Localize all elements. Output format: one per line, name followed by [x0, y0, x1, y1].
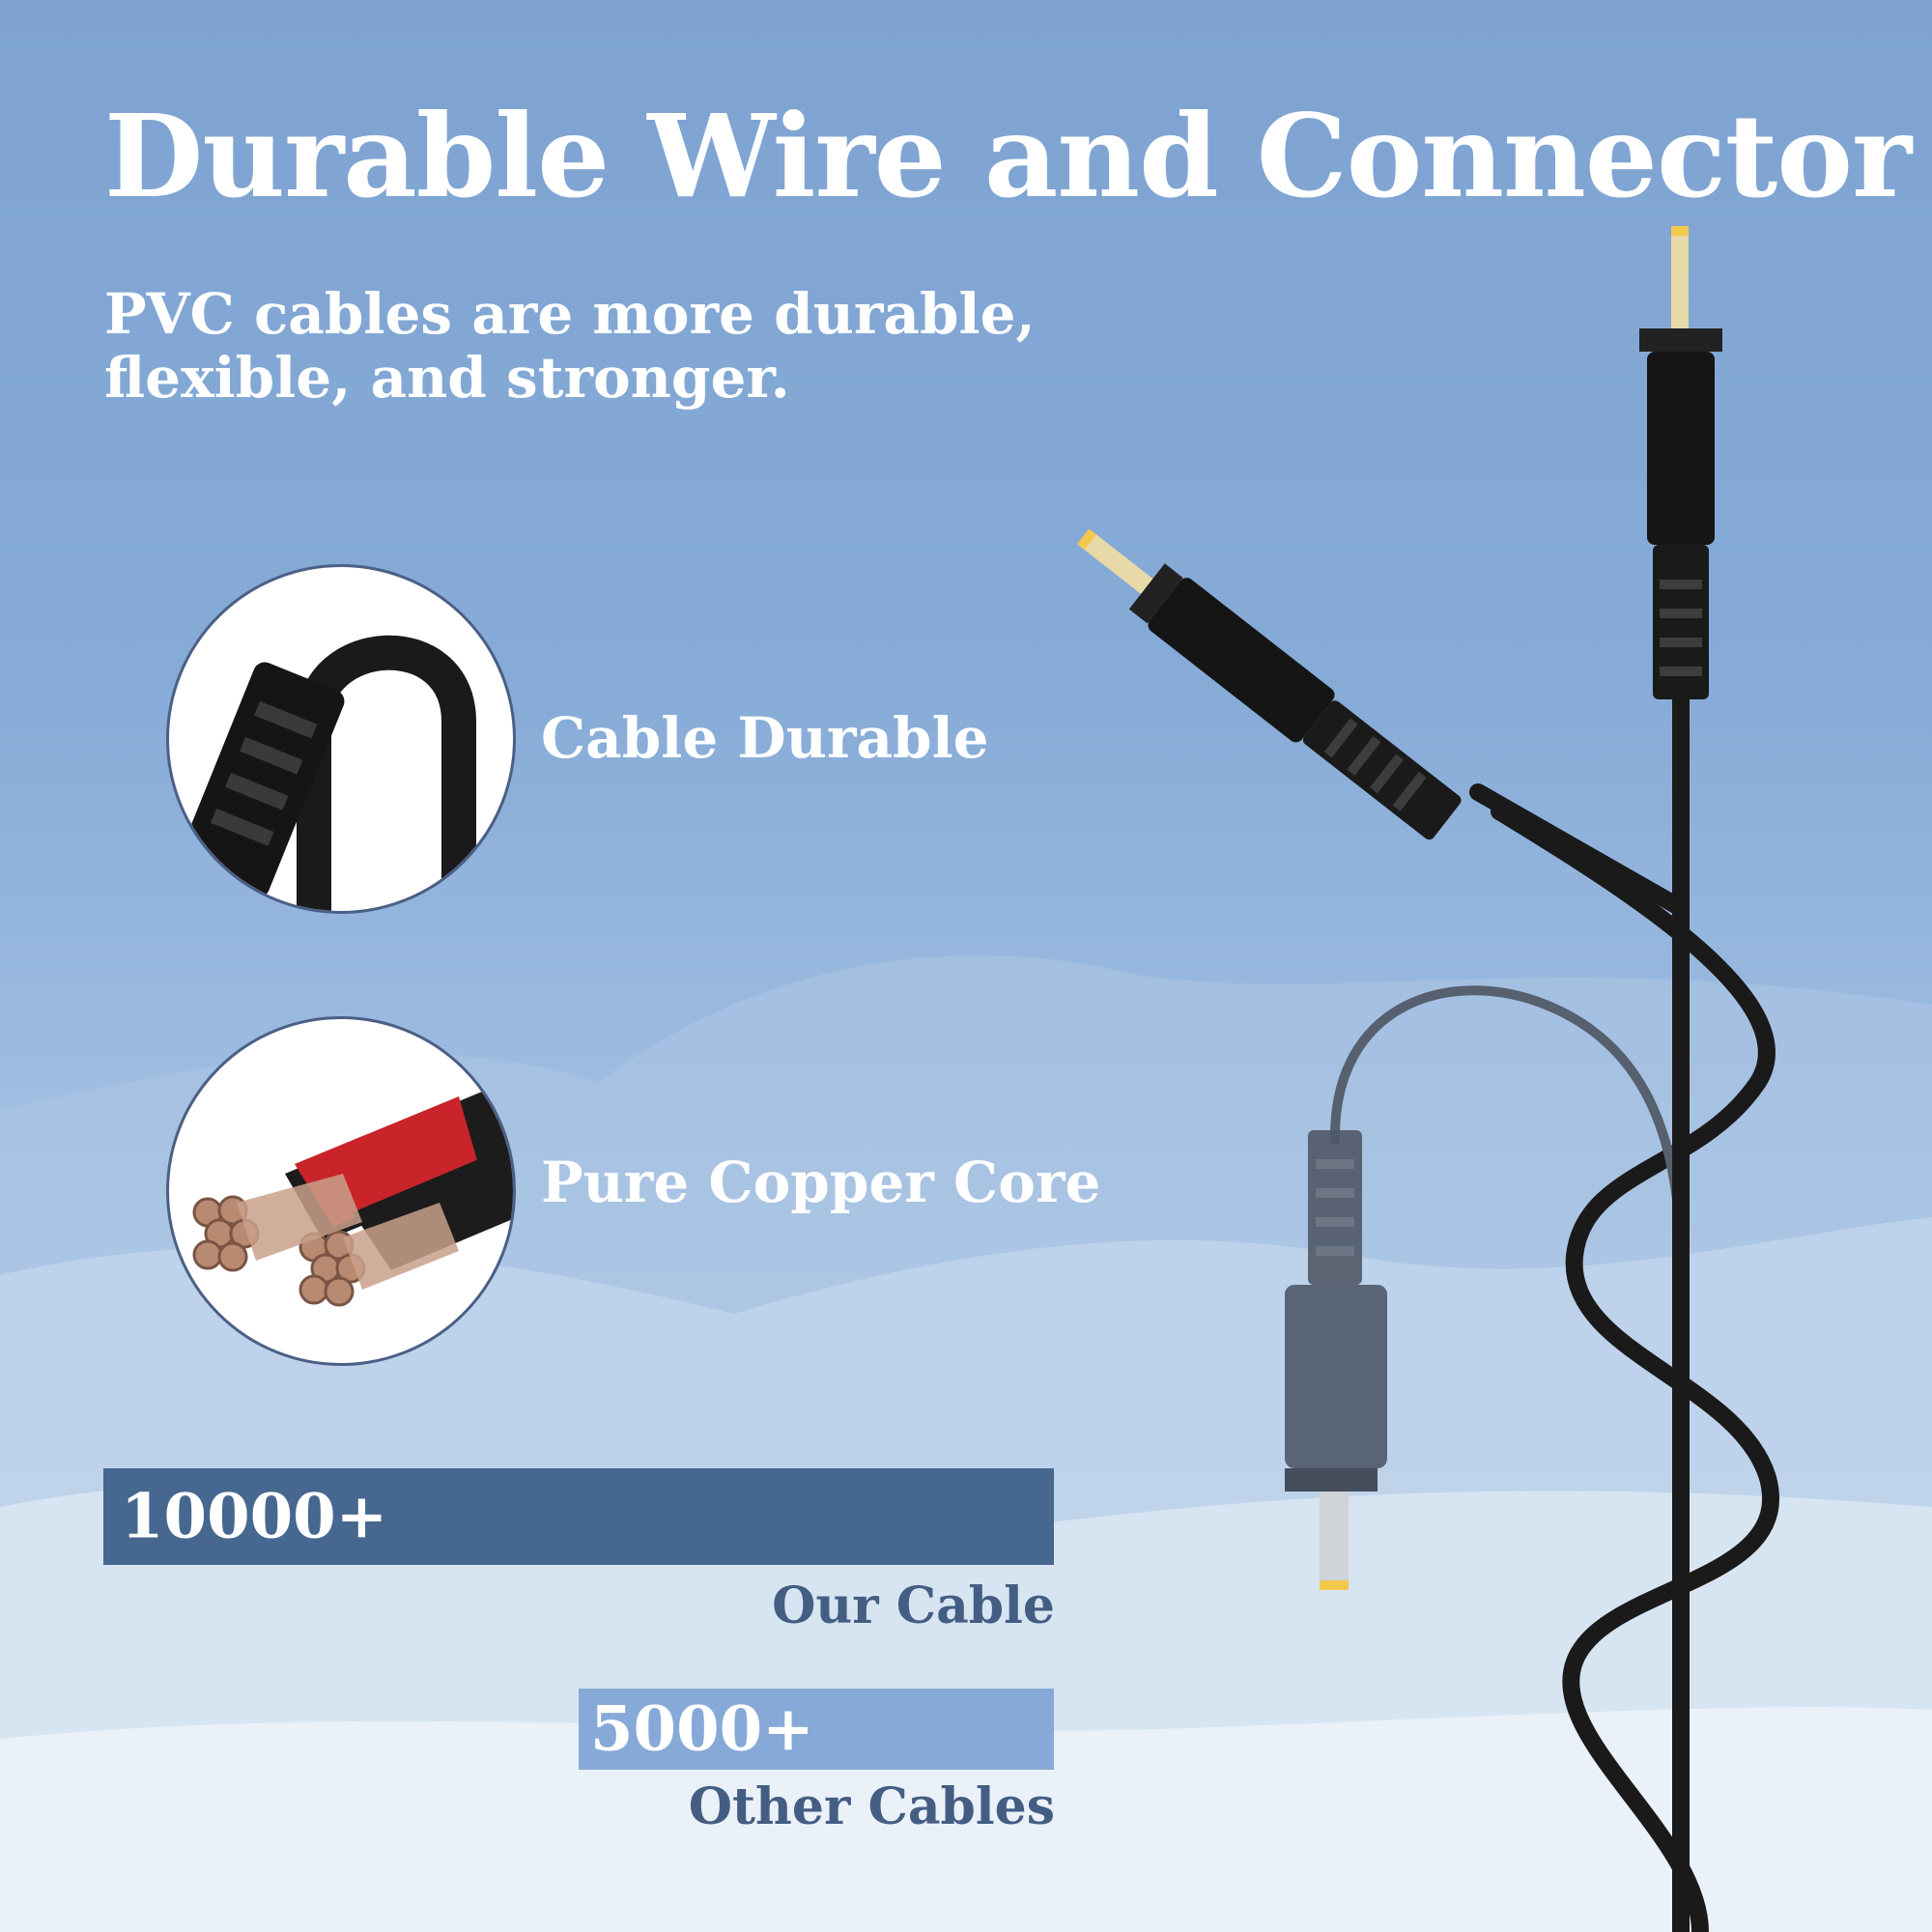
feature-label-cable-durable: Cable Durable	[541, 705, 989, 771]
our-cable-value: 10000+	[121, 1480, 388, 1553]
feature-label-pure-copper-core: Pure Copper Core	[541, 1150, 1101, 1215]
copper-core-icon	[166, 1016, 516, 1366]
cable-bend-icon	[166, 564, 516, 914]
page-subtitle: PVC cables are more durable, flexible, a…	[104, 281, 1036, 411]
our-cable-bar: 10000+	[103, 1468, 1054, 1565]
other-cables-label: Other Cables	[688, 1777, 1055, 1836]
other-cables-bar: 5000+	[579, 1689, 1054, 1770]
our-cable-label: Our Cable	[772, 1577, 1055, 1635]
page-title: Durable Wire and Connector	[104, 89, 1912, 223]
other-cables-value: 5000+	[590, 1692, 814, 1766]
